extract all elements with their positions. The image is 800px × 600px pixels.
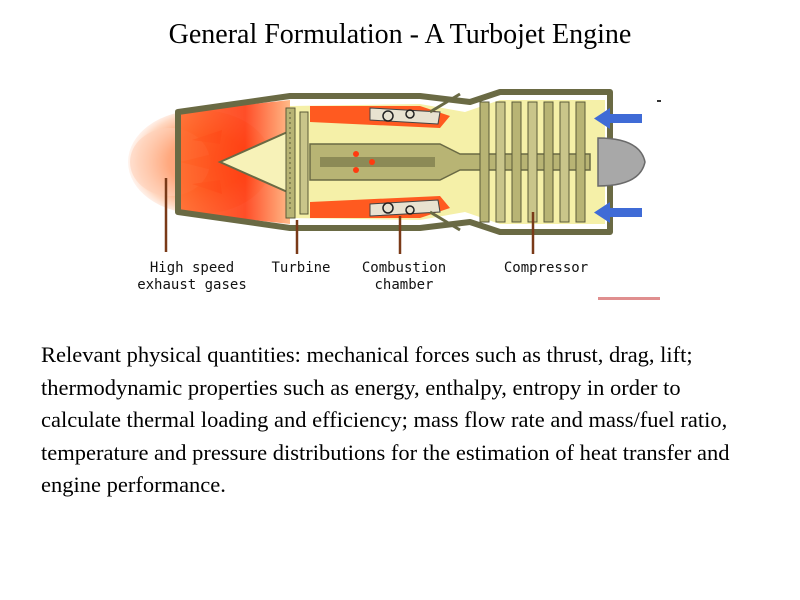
label-exhaust-line1: High speed xyxy=(150,260,234,276)
inlet-arrows xyxy=(594,108,642,223)
label-exhaust-line2: exhaust gases xyxy=(137,277,247,293)
turbine-stages xyxy=(285,107,309,219)
engine-shaft xyxy=(309,143,591,181)
turbojet-diagram: High speed exhaust gases Turbine Combust… xyxy=(120,82,680,307)
label-turbine: Turbine xyxy=(271,260,330,276)
label-combustion-line2: chamber xyxy=(374,277,433,293)
leader-lines xyxy=(164,178,535,254)
label-compressor: Compressor xyxy=(504,260,588,276)
combustion-chamber-bottom xyxy=(310,196,461,232)
engine-casing xyxy=(175,89,613,235)
compressor-stages xyxy=(479,101,586,223)
inlet-arrow-top xyxy=(594,108,642,129)
combustion-chamber-top xyxy=(310,92,461,128)
nose-spinner xyxy=(597,137,646,187)
body-paragraph: Relevant physical quantities: mechanical… xyxy=(41,342,730,497)
inlet-arrow-bottom xyxy=(594,202,642,223)
label-combustion-line1: Combustion xyxy=(362,260,446,276)
slide-title: General Formulation - A Turbojet Engine xyxy=(168,19,632,50)
